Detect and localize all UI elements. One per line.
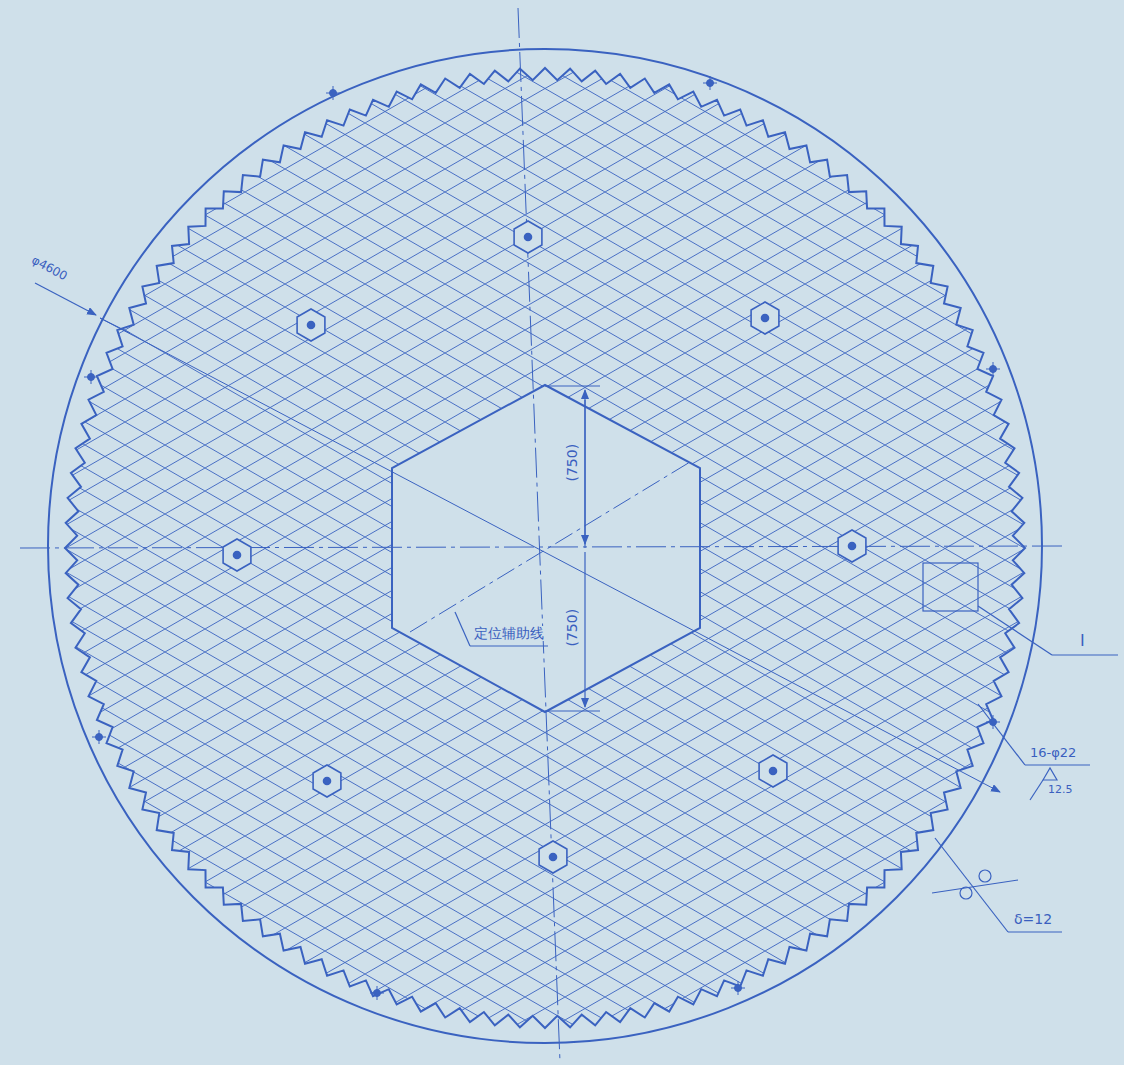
dimension-label: 16-φ22	[1028, 746, 1078, 760]
hole-center	[324, 778, 331, 785]
dimension-label: 12.5	[1046, 784, 1075, 796]
hole-hexagon	[223, 539, 251, 571]
edge-hole-cross	[731, 981, 745, 995]
hole-center	[525, 234, 532, 241]
edge-hole-cross	[92, 730, 106, 744]
dimension-label: δ=12	[1012, 912, 1054, 927]
edge-marks	[84, 76, 1000, 1000]
hole-hexagon	[838, 530, 866, 562]
hole-center	[849, 543, 856, 550]
dimension-label: φ4600	[27, 253, 71, 285]
hole-center	[308, 322, 315, 329]
hole-center	[762, 315, 769, 322]
dimension-label: 定位辅助线	[472, 626, 546, 641]
hole-hexagon	[514, 221, 542, 253]
bolt-holes	[223, 221, 866, 873]
leaders	[35, 283, 1118, 932]
hole-hexagon	[539, 841, 567, 873]
edge-hole-cross	[326, 86, 340, 100]
dimension-label: (750)	[565, 607, 580, 649]
hole-center	[770, 768, 777, 775]
hole-hexagon	[751, 302, 779, 334]
dimension-label: (750)	[565, 442, 580, 484]
hole-center	[234, 552, 241, 559]
hole-center	[550, 854, 557, 861]
center-lines	[20, 8, 1065, 1062]
hole-hexagon	[313, 765, 341, 797]
edge-hole-cross	[986, 362, 1000, 376]
dimension-750	[545, 386, 600, 711]
dimension-label: I	[1078, 632, 1087, 650]
hole-hexagon	[297, 309, 325, 341]
edge-hole-cross	[370, 986, 384, 1000]
hole-hexagon	[759, 755, 787, 787]
edge-hole-cross	[84, 370, 98, 384]
edge-hole-cross	[703, 76, 717, 90]
